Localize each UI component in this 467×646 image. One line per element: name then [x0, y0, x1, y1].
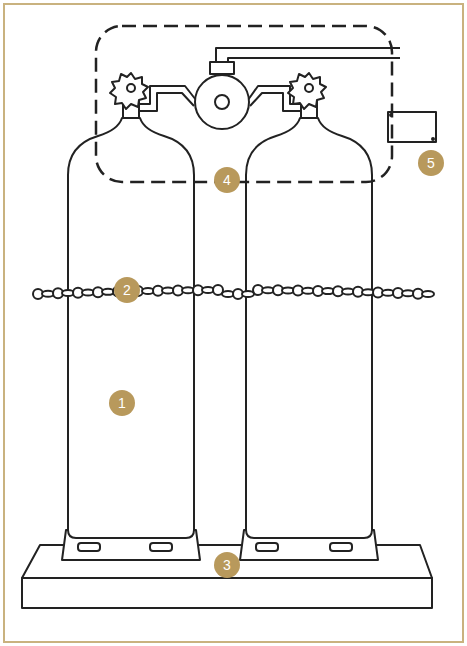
handwheel-hub — [305, 84, 313, 92]
pipe — [228, 58, 400, 74]
handwheel-hub — [127, 84, 135, 92]
chain-link — [422, 291, 434, 297]
foot-slot — [256, 543, 278, 551]
frame — [4, 4, 463, 642]
callout-number: 1 — [109, 390, 135, 416]
foot-slot — [150, 543, 172, 551]
regulator-region — [96, 26, 392, 182]
regulator-dial — [215, 95, 229, 109]
callout-number: 4 — [214, 167, 240, 193]
callout-number: 5 — [418, 150, 444, 176]
foot-slot — [78, 543, 100, 551]
handwheel — [288, 73, 326, 109]
sign-screw — [432, 138, 434, 140]
pipe — [139, 93, 194, 111]
warning-sign — [388, 112, 436, 142]
handwheel — [110, 73, 148, 109]
callout-number: 2 — [114, 277, 140, 303]
callout-number: 3 — [214, 552, 240, 578]
fitting — [210, 62, 234, 74]
base-front — [22, 578, 432, 608]
foot-slot — [330, 543, 352, 551]
regulator — [195, 75, 249, 129]
safety-chain — [33, 285, 434, 299]
chain-link — [242, 291, 254, 297]
pipe — [216, 48, 400, 74]
